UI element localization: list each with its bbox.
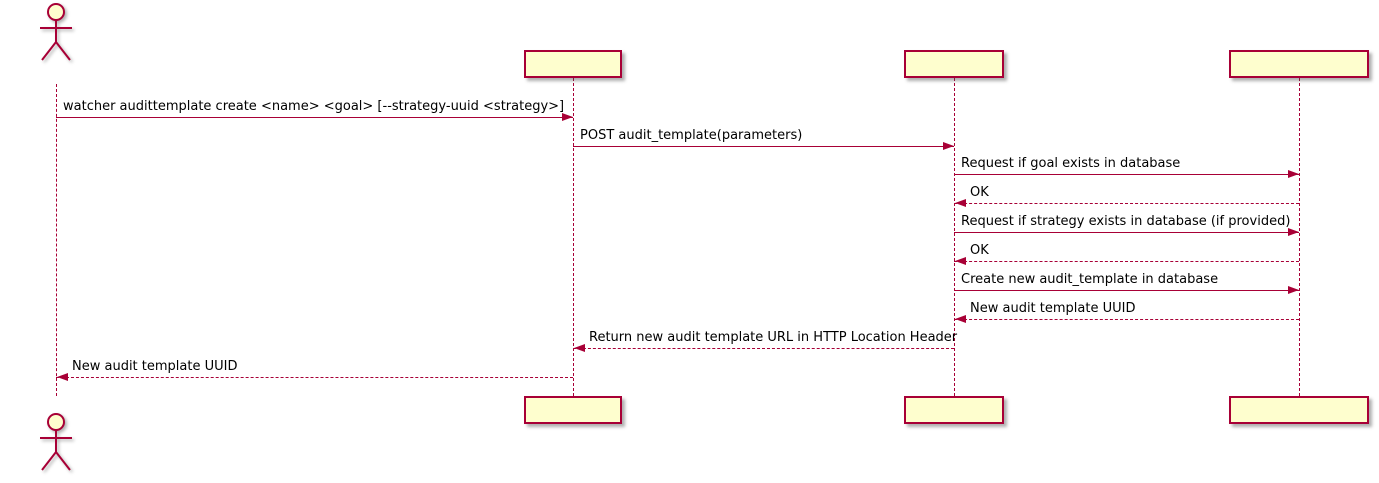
message-arrowhead [574,344,585,352]
message-label: Return new audit template URL in HTTP Lo… [589,330,958,345]
message-arrowhead [955,199,966,207]
lifeline-administrator [56,84,57,396]
actor-figure-bottom [34,412,78,476]
participant-box-cli-bottom [524,396,622,424]
message-label: Request if strategy exists in database (… [961,214,1291,229]
message-line [954,319,1299,320]
message-line [56,377,573,378]
message-label: POST audit_template(parameters) [580,128,803,143]
lifeline-db [1299,78,1300,396]
message-arrowhead [1288,286,1299,294]
message-arrowhead [562,113,573,121]
message-line [954,290,1299,291]
message-line [954,261,1299,262]
message-arrowhead [1288,170,1299,178]
actor-figure-top [34,2,78,66]
message-label: watcher audittemplate create <name> <goa… [63,99,565,114]
message-line [56,117,573,118]
participant-box-cli-top [524,50,622,78]
message-arrowhead [1288,228,1299,236]
message-label: New audit template UUID [72,359,238,374]
participant-box-db-top [1229,50,1369,78]
message-arrowhead [955,257,966,265]
message-arrowhead [955,315,966,323]
message-line [573,348,954,349]
message-label: New audit template UUID [970,301,1136,316]
message-line [954,203,1299,204]
message-label: Create new audit_template in database [961,272,1219,287]
message-arrowhead [57,373,68,381]
lifeline-api [954,78,955,396]
message-line [954,232,1299,233]
message-line [573,146,954,147]
lifeline-cli [573,78,574,396]
message-line [954,174,1299,175]
participant-box-db-bottom [1229,396,1369,424]
message-label: OK [970,185,989,200]
message-label: Request if goal exists in database [961,156,1181,171]
participant-box-api-top [904,50,1004,78]
participant-box-api-bottom [904,396,1004,424]
message-arrowhead [943,142,954,150]
message-label: OK [970,243,989,258]
